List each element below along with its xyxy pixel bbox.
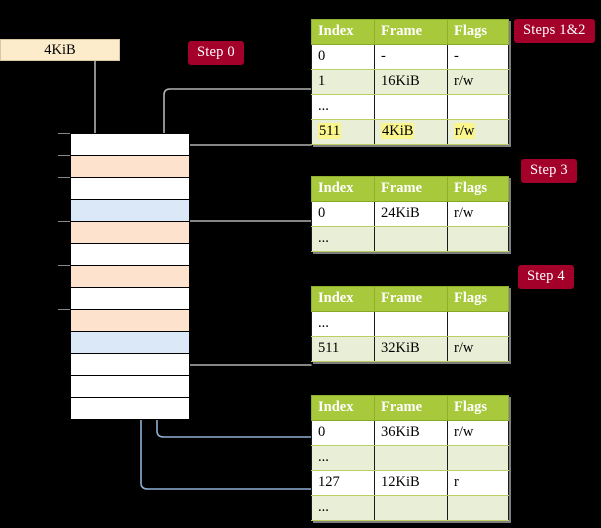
table-cell-index: 0 bbox=[311, 201, 375, 227]
table-cell-flags: r/w bbox=[447, 201, 509, 227]
table-cell-index: 0 bbox=[311, 44, 375, 70]
table-cell-index: 0 bbox=[311, 420, 375, 446]
column-header-frame: Frame bbox=[374, 395, 448, 421]
memory-row bbox=[71, 243, 189, 265]
column-header-flags: Flags bbox=[447, 19, 509, 45]
table-cell-frame: 32KiB bbox=[374, 336, 448, 362]
table-cell-index: ... bbox=[311, 226, 375, 252]
table-cell-flags: r bbox=[447, 470, 509, 496]
table-cell-frame bbox=[374, 94, 448, 120]
memory-row bbox=[71, 177, 189, 199]
wire-steps12-b bbox=[174, 144, 312, 217]
wire-step4 bbox=[174, 308, 312, 366]
step-label-step0: Step 0 bbox=[188, 41, 244, 65]
table-cell-flags: - bbox=[447, 44, 509, 70]
table-cell-index: ... bbox=[311, 94, 375, 120]
table-cell-index: ... bbox=[311, 495, 375, 521]
column-header-index: Index bbox=[311, 19, 375, 45]
memory-row bbox=[71, 155, 189, 177]
table-row: 511 4KiB r/w bbox=[311, 119, 509, 145]
table-cell-frame: 36KiB bbox=[374, 420, 448, 446]
step-label-steps12: Steps 1&2 bbox=[514, 19, 595, 43]
table-cell-flags bbox=[447, 495, 509, 521]
table-row: 0-- bbox=[311, 44, 509, 70]
table-row: ... bbox=[311, 226, 509, 252]
table-row: ... bbox=[311, 311, 509, 337]
memory-row-tick bbox=[58, 133, 70, 134]
memory-row bbox=[71, 287, 189, 309]
column-header-index: Index bbox=[311, 176, 375, 202]
column-header-flags: Flags bbox=[447, 395, 509, 421]
memory-row bbox=[71, 375, 189, 397]
memory-row bbox=[71, 309, 189, 331]
table-cell-flags bbox=[447, 94, 509, 120]
physical-memory-column bbox=[70, 133, 190, 420]
table-cell-index: ... bbox=[311, 445, 375, 471]
table-cell-index: 511 bbox=[311, 336, 375, 362]
table-cell-frame: 24KiB bbox=[374, 201, 448, 227]
table-cell-flags bbox=[447, 311, 509, 337]
table-cell-flags: r/w bbox=[447, 420, 509, 446]
memory-row bbox=[71, 221, 189, 243]
column-header-flags: Flags bbox=[447, 176, 509, 202]
table-cell-frame bbox=[374, 445, 448, 471]
memory-row-tick bbox=[58, 155, 70, 156]
table-row: ... bbox=[311, 495, 509, 521]
memory-row bbox=[71, 265, 189, 287]
table-row: ... bbox=[311, 94, 509, 120]
table-cell-frame bbox=[374, 226, 448, 252]
table-cell-flags: r/w bbox=[447, 336, 509, 362]
table-cell-index: 127 bbox=[311, 470, 375, 496]
source-frame-box: 4KiB bbox=[0, 39, 120, 61]
table-cell-index: 511 bbox=[311, 119, 375, 145]
column-header-flags: Flags bbox=[447, 286, 509, 312]
highlighted-value: 511 bbox=[318, 123, 342, 139]
memory-row bbox=[71, 353, 189, 375]
column-header-index: Index bbox=[311, 395, 375, 421]
table-cell-flags bbox=[447, 226, 509, 252]
table-row: ... bbox=[311, 445, 509, 471]
table-cell-frame bbox=[374, 495, 448, 521]
table-cell-flags bbox=[447, 445, 509, 471]
table-cell-frame: 12KiB bbox=[374, 470, 448, 496]
step-label-step3: Step 3 bbox=[521, 159, 577, 183]
table-cell-index: 1 bbox=[311, 69, 375, 95]
table-cell-frame: 4KiB bbox=[374, 119, 448, 145]
column-header-frame: Frame bbox=[374, 176, 448, 202]
memory-row-tick bbox=[58, 265, 70, 266]
table-cell-flags: r/w bbox=[447, 119, 509, 145]
memory-row bbox=[71, 397, 189, 419]
source-frame-label: 4KiB bbox=[44, 41, 76, 58]
column-header-index: Index bbox=[311, 286, 375, 312]
wire-step3 bbox=[180, 220, 312, 261]
table-cell-frame: 16KiB bbox=[374, 69, 448, 95]
step-label-step4: Step 4 bbox=[518, 265, 574, 289]
memory-row bbox=[71, 199, 189, 221]
table-cell-frame: - bbox=[374, 44, 448, 70]
memory-row bbox=[71, 133, 189, 155]
memory-row-tick bbox=[58, 177, 70, 178]
highlighted-value: 4KiB bbox=[381, 123, 415, 139]
table-cell-index: ... bbox=[311, 311, 375, 337]
table-cell-flags: r/w bbox=[447, 69, 509, 95]
highlighted-value: r/w bbox=[454, 123, 476, 139]
table-cell-frame bbox=[374, 311, 448, 337]
column-header-frame: Frame bbox=[374, 19, 448, 45]
memory-row-tick bbox=[58, 309, 70, 310]
memory-row bbox=[71, 331, 189, 353]
memory-row-tick bbox=[58, 221, 70, 222]
column-header-frame: Frame bbox=[374, 286, 448, 312]
